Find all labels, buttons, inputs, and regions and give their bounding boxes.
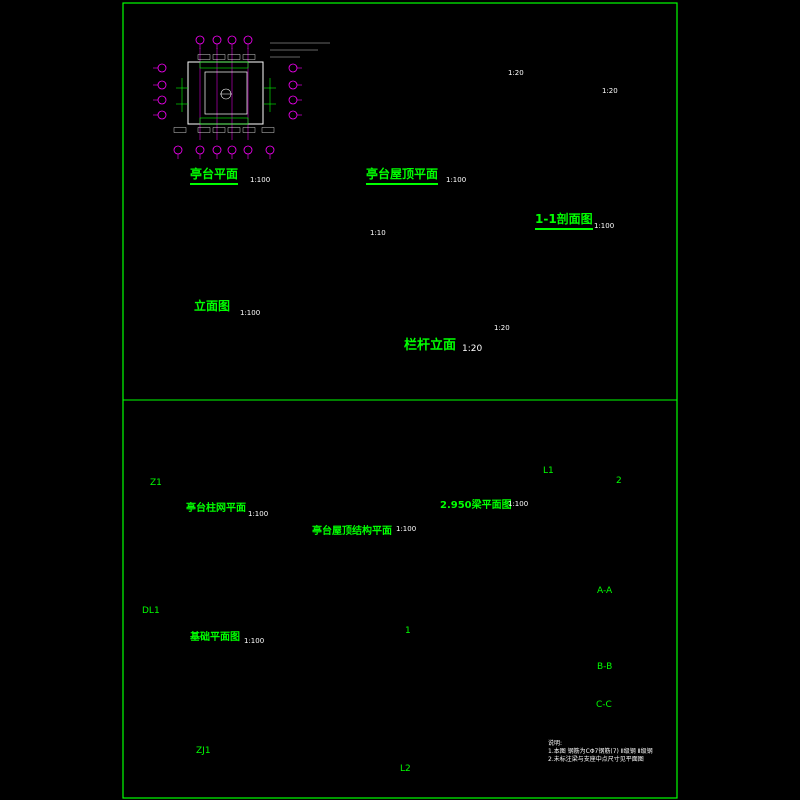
notes-line-2: 2.未标注梁与支座中点尺寸见平面图 (548, 756, 644, 763)
roof-structure-scale: 1:100 (396, 525, 417, 533)
beam-plan-title: 2.950梁平面图 (440, 500, 512, 511)
pavilion-plan-drawing (152, 35, 330, 160)
roof-plan-scale: 1:100 (446, 176, 467, 184)
dl1-tag: DL1 (142, 606, 160, 616)
railing-title: 栏杆立面 (404, 338, 457, 353)
section-title: 1-1剖面图 (535, 210, 593, 230)
detail-1-marker: 1 (405, 626, 411, 636)
roof-plan-title: 亭台屋顶平面 (366, 165, 439, 185)
elevation-scale: 1:100 (240, 309, 261, 317)
column-grid-title: 亭台柱网平面 (186, 503, 246, 514)
foundation-scale: 1:100 (244, 637, 265, 645)
zj1-tag: ZJ1 (196, 746, 211, 756)
notes-line-1: 1.本图 钢筋为CΦ7钢筋(7) Ⅱ级钢 Ⅱ级钢 (548, 748, 653, 755)
aa-tag: A-A (597, 586, 613, 596)
z1-tag: Z1 (150, 478, 162, 488)
notes-heading: 说明: (548, 740, 563, 747)
roof-structure-title: 亭台屋顶结构平面 (312, 526, 392, 537)
foundation-title: 基础平面图 (190, 632, 240, 643)
column-grid-scale: 1:100 (248, 510, 269, 518)
l1-tag: L1 (543, 466, 554, 476)
railing-scale: 1:20 (462, 344, 483, 354)
detail-c-scale: 1:10 (370, 229, 386, 237)
railing-detail-scale: 1:20 (494, 324, 510, 332)
section-scale: 1:100 (594, 222, 615, 230)
detail-b-scale: 1:20 (602, 87, 618, 95)
bb-tag: B-B (597, 662, 613, 672)
beam-plan-scale: 1:100 (508, 500, 529, 508)
detail-2-marker: 2 (616, 476, 622, 486)
l2-tag: L2 (400, 764, 411, 774)
elevation-title: 立面图 (194, 299, 231, 313)
pavilion-plan-title: 亭台平面 (190, 165, 239, 185)
cc-tag: C-C (596, 700, 612, 710)
detail-a-scale: 1:20 (508, 69, 524, 77)
pavilion-plan-scale: 1:100 (250, 176, 271, 184)
